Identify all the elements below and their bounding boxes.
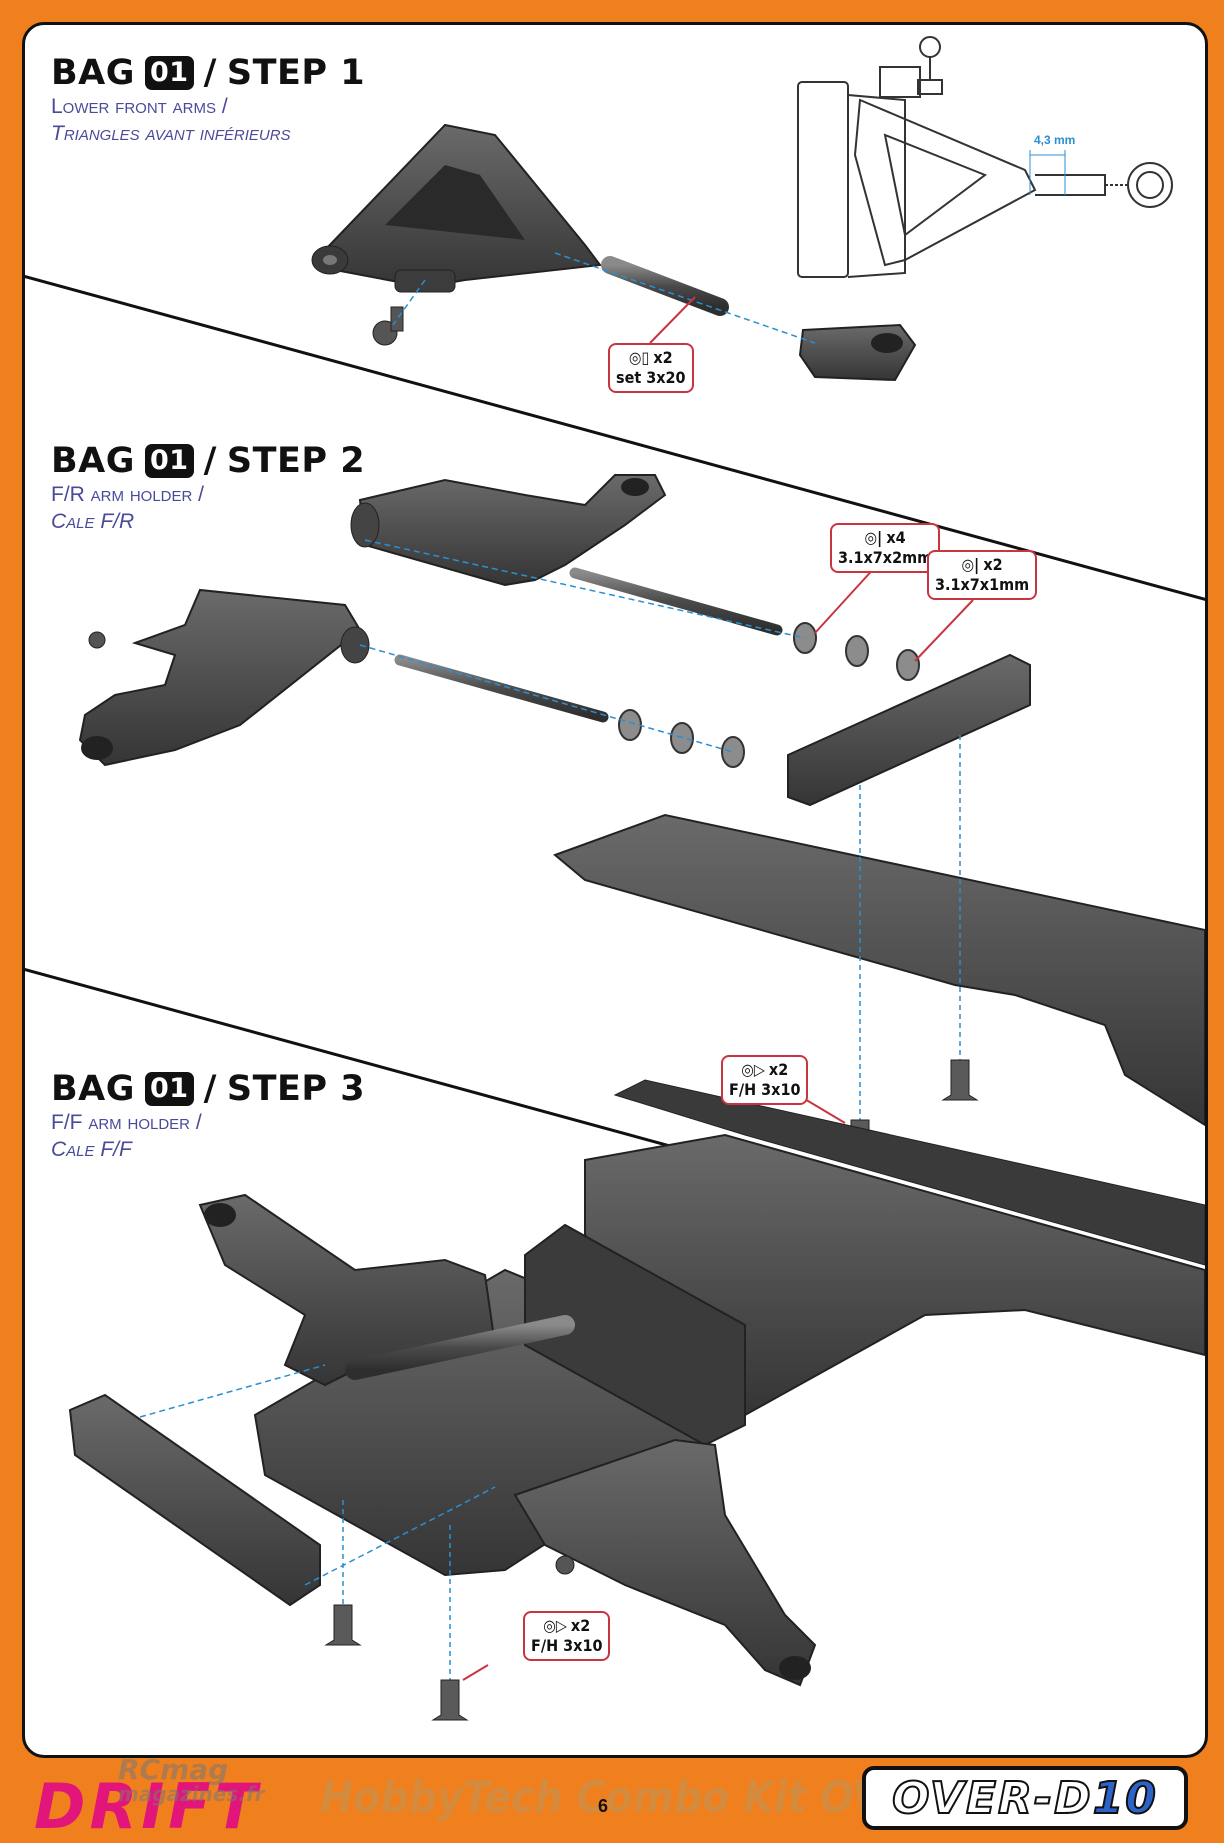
bag-number: 01 — [145, 1072, 194, 1106]
page-frame: BAG 01 / STEP 1 Lower front arms / Trian… — [22, 22, 1208, 1758]
callout-washer-1mm: ◎|x2 3.1x7x1mm — [927, 550, 1038, 600]
step-1-title: BAG 01 / STEP 1 — [51, 53, 365, 93]
step-1-header: BAG 01 / STEP 1 Lower front arms / Trian… — [51, 53, 365, 147]
leader-fh-step3 — [462, 1664, 489, 1681]
arm-assembly-step3-front — [513, 1438, 817, 1687]
arm-assembly-step3-rear — [198, 1193, 575, 1387]
upper-arm-step2 — [350, 474, 667, 587]
bag-label: BAG — [51, 1069, 135, 1109]
step-2-subtitle-en: F/R arm holder / — [51, 483, 205, 506]
ff-arm-holder — [68, 1393, 321, 1607]
washer-icon: ◎| — [961, 555, 980, 574]
step-label: STEP 3 — [226, 1069, 366, 1109]
rod-end-step1 — [798, 323, 917, 382]
hinge-pins-step2 — [394, 567, 783, 723]
title-separator: / — [203, 53, 217, 93]
step-1-subtitle-en: Lower front arms / — [51, 95, 228, 118]
screw-icon: ◎▷ — [741, 1060, 765, 1079]
callout-washer-2mm: ◎|x4 3.1x7x2mm — [830, 523, 941, 573]
set-screw-3x20 — [601, 256, 729, 316]
bag-number: 01 — [145, 444, 194, 478]
step-3-title: BAG 01 / STEP 3 — [51, 1069, 365, 1109]
rcmag-watermark: RCmag magazines.fr — [118, 1753, 265, 1807]
step-2-subtitle-fr: Cale F/R — [51, 510, 135, 533]
assembly-illustration — [68, 36, 1205, 1721]
step-3-subtitle-fr: Cale F/F — [51, 1138, 132, 1161]
callout-fh-screw-step2: ◎▷x2 F/H 3x10 — [721, 1055, 809, 1105]
dimension-label: 4,3 mm — [1034, 133, 1076, 147]
title-separator: / — [203, 1069, 217, 1109]
fr-arm-holder — [787, 653, 1031, 807]
bag-number: 01 — [145, 56, 194, 90]
arm-detail-drawing — [797, 36, 1173, 278]
step-1-subtitle-fr: Triangles avant inférieurs — [51, 122, 291, 145]
ff-arm-holder-block — [524, 1223, 746, 1447]
screw-icon: ◎▷ — [543, 1616, 567, 1635]
title-separator: / — [203, 441, 217, 481]
drift-logo: DRIFT — [34, 1770, 261, 1843]
step-3-subtitle-en: F/F arm holder / — [51, 1111, 202, 1134]
callout-fh-screw-step3: ◎▷x2 F/H 3x10 — [523, 1611, 611, 1661]
step-2-header: BAG 01 / STEP 2 F/R arm holder / Cale F/… — [51, 441, 365, 535]
washer-icon: ◎| — [864, 528, 883, 547]
step-3-header: BAG 01 / STEP 3 F/F arm holder / Cale F/… — [51, 1069, 365, 1163]
bag-label: BAG — [51, 53, 135, 93]
set-screw-icon: ◎▯ — [628, 348, 650, 367]
leader-set-screw — [649, 296, 696, 344]
callout-set-screw: ◎▯x2 set 3x20 — [608, 343, 694, 393]
step-label: STEP 1 — [226, 53, 366, 93]
fh-screws-step3 — [324, 1604, 469, 1721]
step-2-title: BAG 01 / STEP 2 — [51, 441, 365, 481]
washers-step2 — [618, 622, 920, 768]
chassis-plate-step2 — [553, 813, 1205, 1127]
bag-label: BAG — [51, 441, 135, 481]
step-label: STEP 2 — [226, 441, 366, 481]
leader-washer-2mm — [814, 564, 878, 634]
lower-front-arm-step1 — [311, 123, 602, 346]
page-number: 6 — [598, 1796, 609, 1816]
leader-washer-1mm — [914, 599, 974, 662]
lower-arm-step2 — [78, 588, 370, 767]
